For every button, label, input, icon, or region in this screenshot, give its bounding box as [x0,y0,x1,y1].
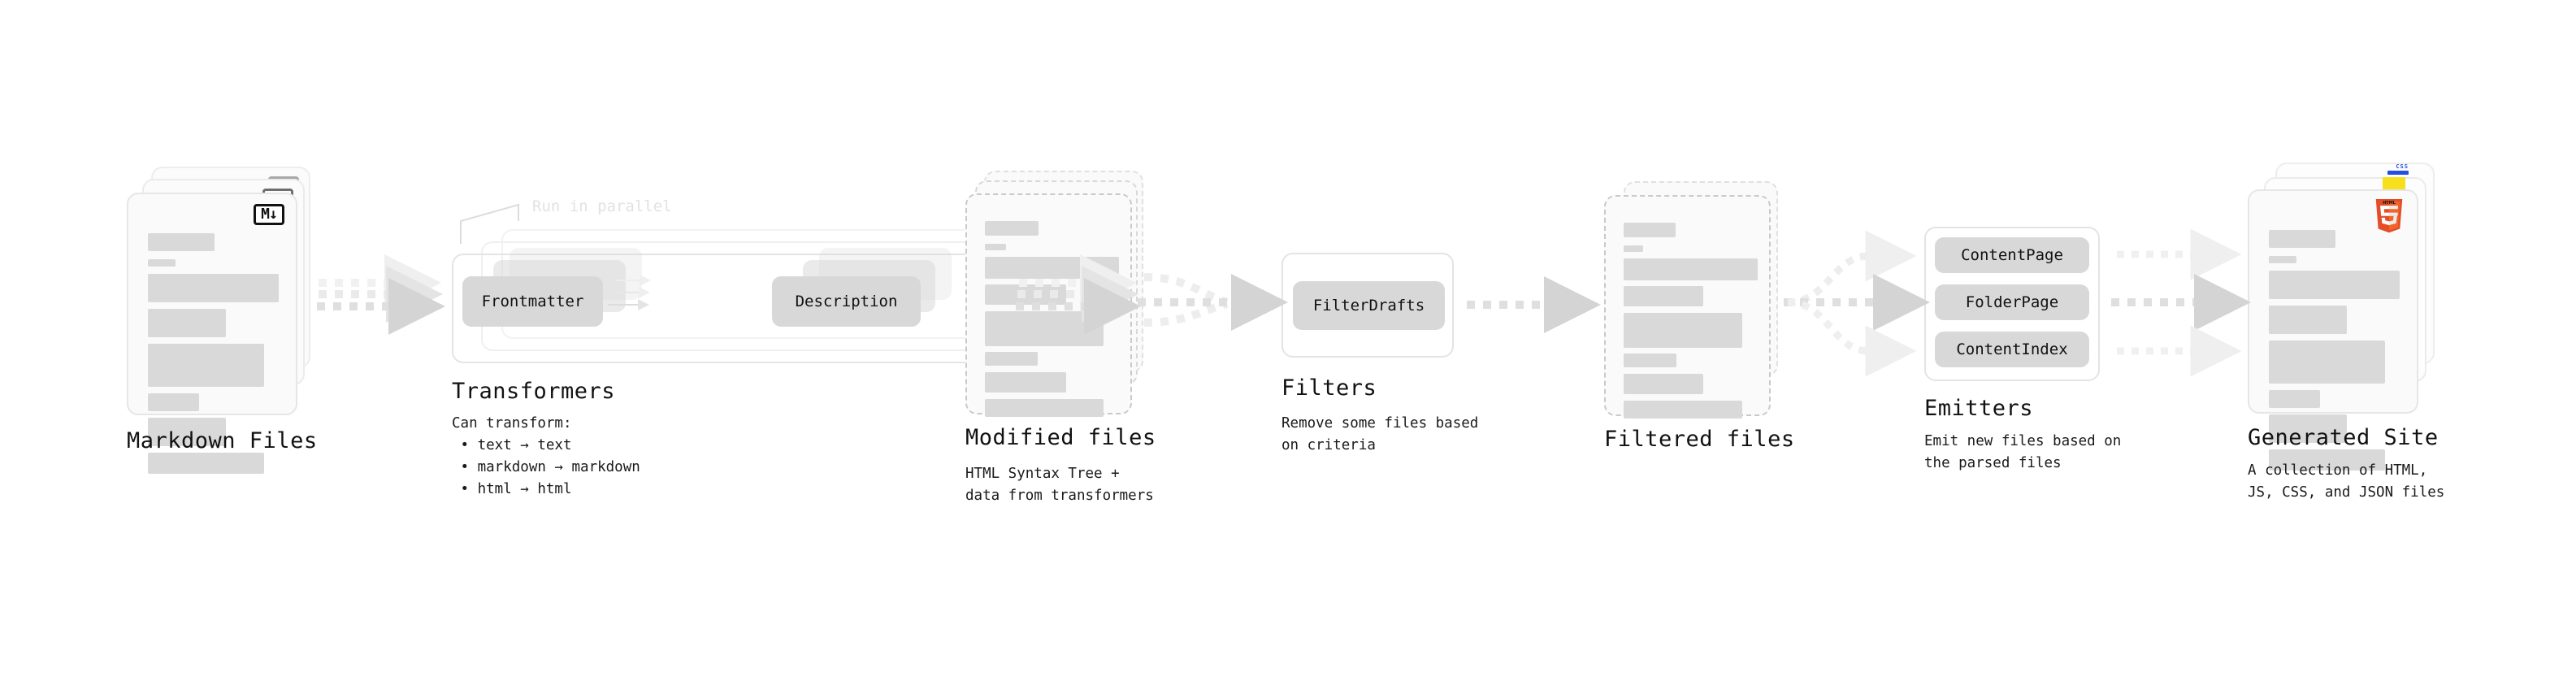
html5-icon: HTML [2375,199,2403,233]
arrow-markdown-to-transformers [317,254,445,335]
stage-description-modified-files: HTML Syntax Tree + data from transformer… [965,466,1154,505]
transformer-pill-frontmatter[interactable]: Frontmatter [462,276,603,327]
filtered-file-card-front [1604,195,1771,419]
stage-caption-generated-site: Generated Site [2248,425,2439,450]
skeleton-bar [985,311,1104,346]
svg-text:HTML: HTML [2383,201,2396,206]
emitter-pill-contentpage[interactable]: ContentPage [1935,237,2089,273]
skeleton-bar [2269,414,2347,443]
skeleton-bar [985,257,1119,279]
stage-description-transformers: Can transform: • text → text • markdown … [452,415,640,498]
skeleton-bar [148,453,264,474]
skeleton-bar [2269,390,2320,408]
skeleton-bar [1624,258,1758,280]
arrow-filtered-to-emitters [1784,230,1930,377]
emitter-pill-contentindex[interactable]: ContentIndex [1935,332,2089,367]
skeleton-bar [148,259,176,267]
arrow-emitters-to-site [2111,228,2251,377]
skeleton-bar [985,372,1066,393]
stage-caption-filters: Filters [1281,375,1377,401]
markdown-icon: M↓ [254,204,284,225]
arrow-modified-to-filters [1138,273,1288,331]
skeleton-bar [148,344,264,387]
run-in-parallel-label: Run in parallel [532,197,672,215]
stage-caption-transformers: Transformers [452,379,616,404]
css-badge-icon [2387,171,2409,175]
stage-caption-filtered-files: Filtered files [1604,427,1795,452]
skeleton-bar [985,352,1038,366]
modified-file-card-front [965,193,1132,417]
skeleton-bar [2269,340,2385,384]
skeleton-bar [1624,354,1676,367]
skeleton-bar [2269,256,2296,263]
skeleton-bar [1624,401,1742,419]
markdown-file-card-front: M↓ [127,193,297,474]
skeleton-bar [2269,230,2335,248]
skeleton-bar [2269,306,2347,334]
skeleton-bar [985,399,1104,417]
skeleton-bar [985,244,1006,250]
emitter-pill-folderpage[interactable]: FolderPage [1935,284,2089,320]
skeleton-bar [148,274,279,302]
skeleton-bar [2269,271,2400,299]
stage-description-filters: Remove some files based on criteria [1281,415,1479,454]
skeleton-bar [1624,374,1703,394]
stage-description-emitters: Emit new files based on the parsed files [1924,433,2122,472]
skeleton-bar [148,393,199,411]
skeleton-bar [985,284,1066,305]
stage-description-generated-site: A collection of HTML, JS, CSS, and JSON … [2248,462,2445,501]
skeleton-bar [985,221,1039,236]
skeleton-bar [2269,449,2385,471]
skeleton-bar [1624,223,1676,237]
skeleton-bar [148,418,226,446]
stage-caption-emitters: Emitters [1924,396,2034,421]
skeleton-bar [148,233,215,251]
skeleton-bar [1624,245,1643,252]
stage-caption-markdown-files: Markdown Files [127,428,318,453]
filter-pill-filterdrafts[interactable]: FilterDrafts [1293,281,1445,330]
css-badge-text: CSS [2396,163,2409,170]
skeleton-bar [1624,313,1742,348]
site-file-card-html: HTML [2248,189,2418,471]
skeleton-bar [148,309,226,337]
skeleton-bar [1624,286,1703,306]
stage-caption-modified-files: Modified files [965,425,1156,450]
transformer-pill-description[interactable]: Description [772,276,921,327]
